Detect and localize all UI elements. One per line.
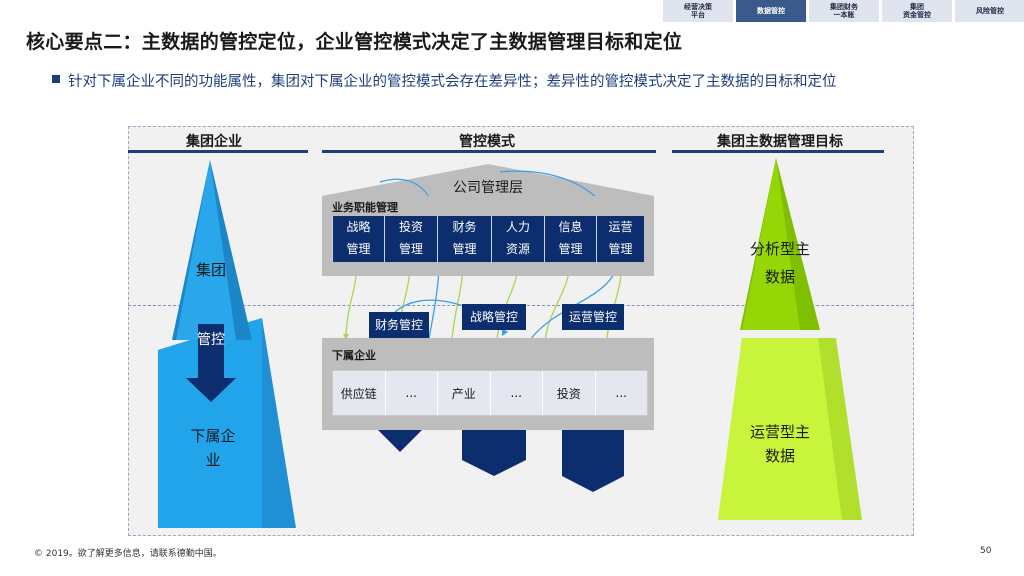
chevron-2	[462, 430, 526, 476]
label-subsidiary: 下属企业	[190, 427, 236, 469]
right-pyramid-top	[742, 158, 800, 330]
subsidiary-cell: ...	[490, 371, 543, 415]
tab-group-finance[interactable]: 集团财务 一本账	[809, 0, 879, 22]
mode-operation-control: 运营管控	[562, 304, 624, 330]
column-underline-left	[128, 150, 308, 153]
page-subtitle: 针对下属企业不同的功能属性，集团对下属企业的管控模式会存在差异性；差异性的管控模…	[68, 74, 837, 90]
subsidiary-cell: 投资	[543, 371, 596, 415]
mode-finance-control: 财务管控	[369, 312, 429, 338]
tab-risk-control[interactable]: 风险管控	[955, 0, 1024, 22]
bullet-square-icon	[52, 75, 60, 83]
label-control: 管控	[197, 332, 225, 348]
connector-green-head-1	[343, 334, 349, 340]
tab-data-control[interactable]: 数据管控	[736, 0, 806, 22]
function-operations: 运营管理	[596, 216, 644, 262]
function-it: 信息管理	[544, 216, 596, 262]
chevron-3	[562, 430, 624, 492]
footer-copyright: © 2019。欲了解更多信息，请联系德勤中国。	[34, 549, 222, 559]
column-head-group: 集团企业	[186, 134, 242, 150]
subsidiary-cell: ...	[595, 371, 647, 415]
company-roof	[322, 164, 654, 196]
tab-decision-platform[interactable]: 经营决策 平台	[663, 0, 733, 22]
function-finance: 财务管理	[437, 216, 491, 262]
column-underline-middle	[322, 150, 656, 153]
label-operational-master-data: 运营型主数据	[749, 423, 810, 465]
subsidiary-cell: 供应链	[333, 371, 386, 415]
label-group: 集团	[195, 261, 226, 279]
top-nav-tabs: 经营决策 平台 数据管控 集团财务 一本账 集团 资金管控 风险管控	[663, 0, 1024, 24]
label-analytic-master-data: 分析型主数据	[750, 240, 811, 286]
column-head-target: 集团主数据管理目标	[717, 134, 843, 150]
left-pyramid-bottom-face	[158, 318, 262, 528]
subsidiary-row: 供应链 ... 产业 ... 投资 ...	[332, 370, 648, 416]
subsidiary-cell: ...	[385, 371, 438, 415]
functions-header: 业务职能管理	[332, 201, 398, 214]
function-hr: 人力资源	[491, 216, 544, 262]
mode-strategy-control: 战略管控	[462, 304, 526, 330]
connector-blue-head-2	[502, 328, 508, 336]
label-company-layer: 公司管理层	[453, 180, 523, 196]
page-title: 核心要点二：主数据的管控定位，企业管控模式决定了主数据管理目标和定位	[26, 31, 683, 53]
left-pyramid-top	[176, 160, 236, 340]
tab-fund-control[interactable]: 集团 资金管控	[882, 0, 952, 22]
column-head-mode: 管控模式	[459, 134, 515, 150]
subsidiary-cell: 产业	[438, 371, 491, 415]
function-investment: 投资管理	[384, 216, 437, 262]
chevron-1	[378, 430, 422, 452]
function-strategy: 战略管理	[332, 216, 384, 262]
down-arrow-icon	[186, 324, 236, 402]
right-pyramid-bottom	[718, 338, 842, 520]
column-underline-right	[672, 150, 884, 153]
subsidiary-header: 下属企业	[332, 349, 376, 362]
page-number: 50	[980, 546, 992, 556]
